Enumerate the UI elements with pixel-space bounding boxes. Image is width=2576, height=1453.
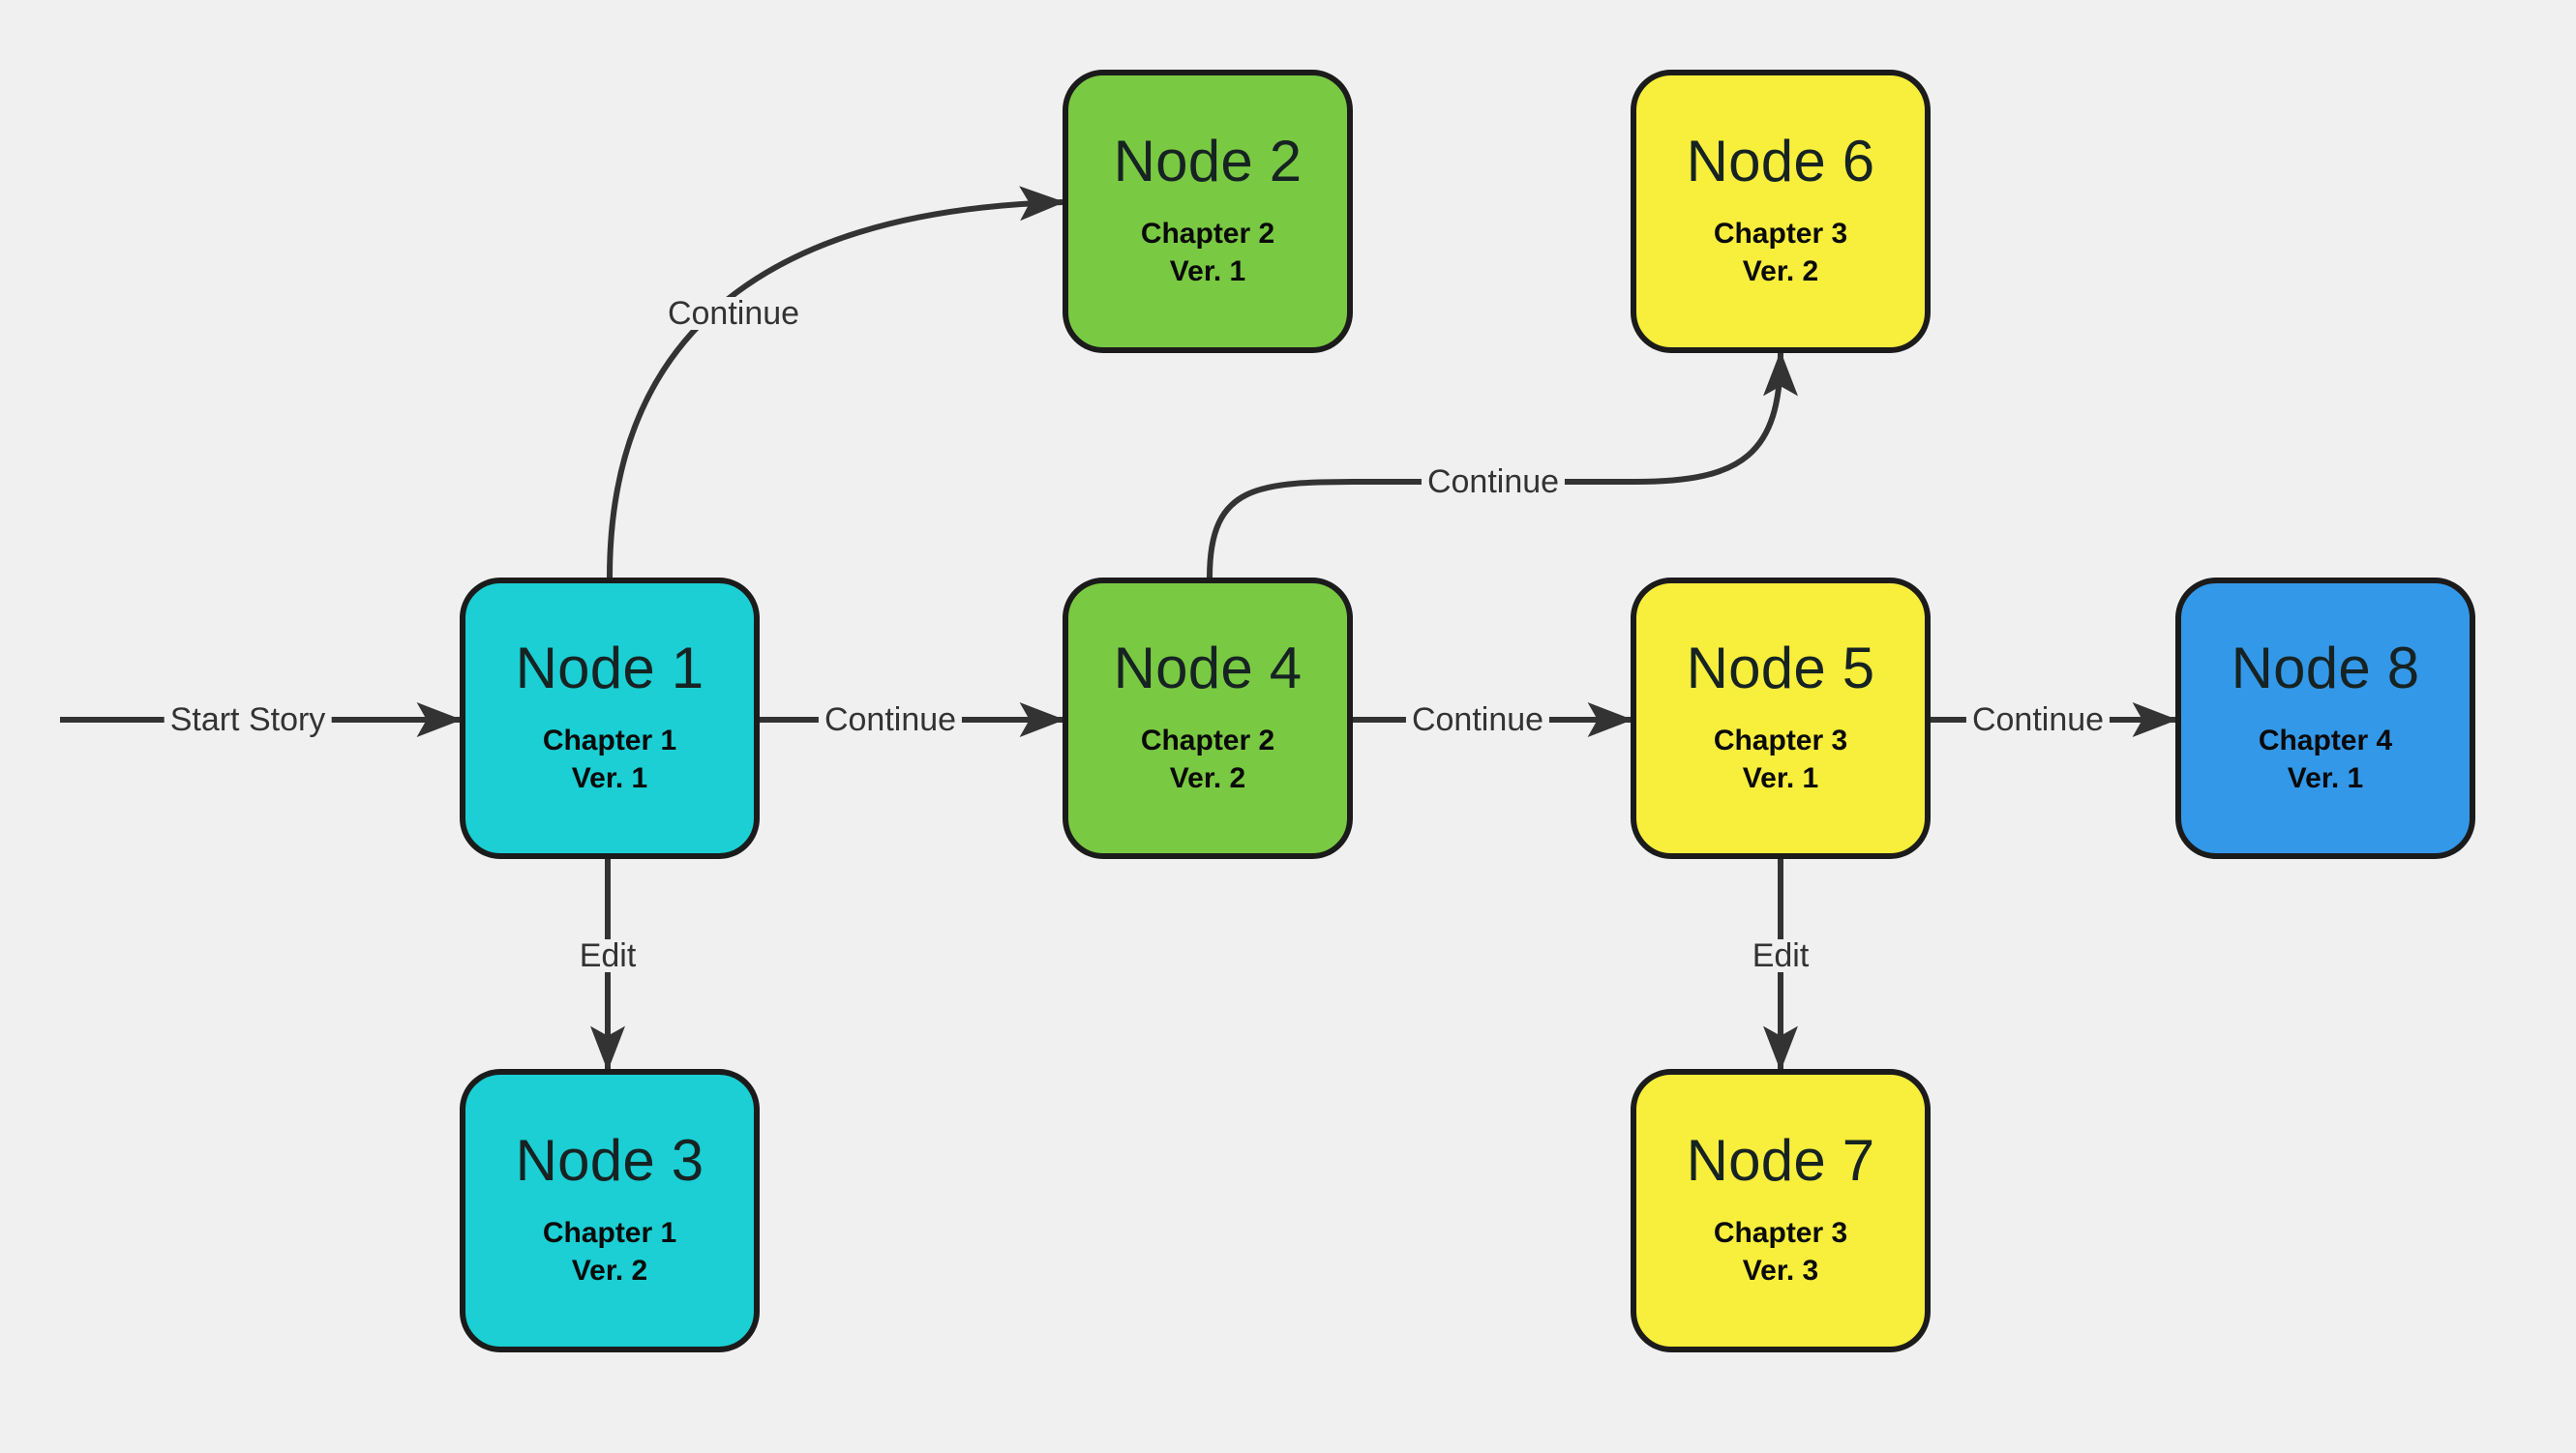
node-title: Node 5 (1686, 636, 1875, 701)
node-version: Ver. 2 (571, 1254, 648, 1287)
node-4[interactable]: Node 4 Chapter 2 Ver. 2 (1063, 578, 1353, 859)
edge-label-node1-node4: Continue (818, 703, 963, 736)
node-version: Ver. 3 (1742, 1254, 1819, 1287)
node-version: Ver. 2 (1169, 761, 1246, 794)
edge-label-node1-node2: Continue (661, 297, 806, 330)
edge-label-node4-node6: Continue (1421, 465, 1566, 498)
edge-label-node1-node3: Edit (573, 939, 643, 972)
node-meta: Chapter 3 Ver. 2 (1714, 216, 1847, 290)
edge-path-node1-node2 (607, 186, 1065, 578)
node-title: Node 4 (1113, 636, 1303, 701)
node-title: Node 1 (515, 636, 704, 701)
node-8[interactable]: Node 8 Chapter 4 Ver. 1 (2175, 578, 2475, 859)
node-chapter: Chapter 3 (1713, 725, 1848, 757)
node-7[interactable]: Node 7 Chapter 3 Ver. 3 (1631, 1069, 1931, 1352)
node-3[interactable]: Node 3 Chapter 1 Ver. 2 (460, 1069, 760, 1352)
node-chapter: Chapter 3 (1713, 1217, 1848, 1250)
node-chapter: Chapter 4 (2258, 725, 2393, 757)
node-chapter: Chapter 3 (1713, 218, 1848, 251)
node-meta: Chapter 2 Ver. 2 (1141, 723, 1274, 797)
node-meta: Chapter 1 Ver. 2 (543, 1215, 676, 1290)
edge-label-node4-node5: Continue (1405, 703, 1550, 736)
node-version: Ver. 2 (1742, 254, 1819, 287)
node-title: Node 7 (1686, 1128, 1875, 1194)
node-version: Ver. 1 (571, 761, 648, 794)
edge-label-node5-node8: Continue (1965, 703, 2111, 736)
edge-label-node5-node7: Edit (1746, 939, 1815, 972)
node-6[interactable]: Node 6 Chapter 3 Ver. 2 (1631, 70, 1931, 353)
node-meta: Chapter 4 Ver. 1 (2259, 723, 2392, 797)
node-chapter: Chapter 1 (542, 725, 677, 757)
node-meta: Chapter 2 Ver. 1 (1141, 216, 1274, 290)
node-meta: Chapter 3 Ver. 1 (1714, 723, 1847, 797)
edge-label-start-story: Start Story (164, 703, 332, 736)
node-meta: Chapter 1 Ver. 1 (543, 723, 676, 797)
node-title: Node 6 (1686, 129, 1875, 194)
node-1[interactable]: Node 1 Chapter 1 Ver. 1 (460, 578, 760, 859)
node-chapter: Chapter 2 (1140, 218, 1275, 251)
node-chapter: Chapter 2 (1140, 725, 1275, 757)
node-title: Node 2 (1113, 129, 1303, 194)
node-chapter: Chapter 1 (542, 1217, 677, 1250)
node-meta: Chapter 3 Ver. 3 (1714, 1215, 1847, 1290)
node-title: Node 3 (515, 1128, 704, 1194)
node-2[interactable]: Node 2 Chapter 2 Ver. 1 (1063, 70, 1353, 353)
node-version: Ver. 1 (1742, 761, 1819, 794)
node-5[interactable]: Node 5 Chapter 3 Ver. 1 (1631, 578, 1931, 859)
node-version: Ver. 1 (1169, 254, 1246, 287)
node-version: Ver. 1 (2287, 761, 2364, 794)
node-title: Node 8 (2231, 636, 2420, 701)
